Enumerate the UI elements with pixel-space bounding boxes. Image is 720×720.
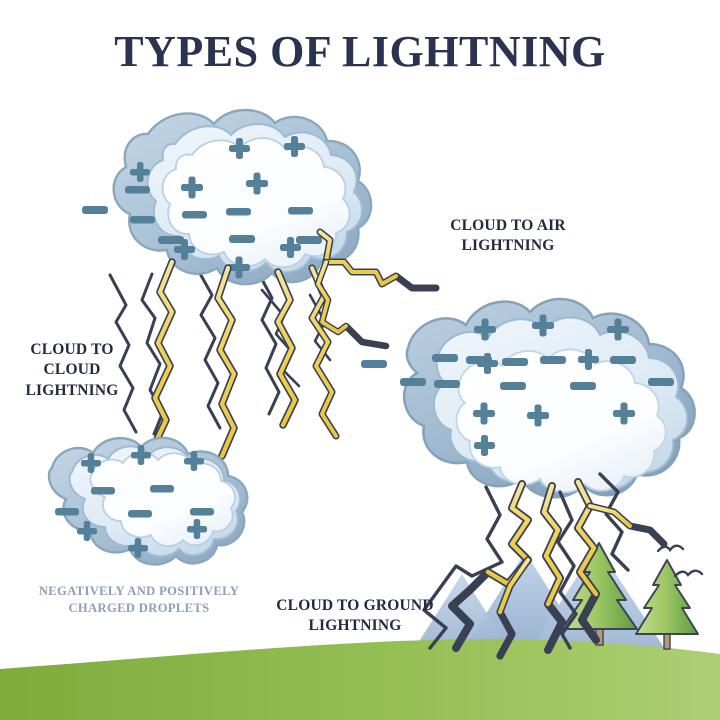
minus-symbol xyxy=(130,216,155,224)
minus-symbol xyxy=(610,356,636,364)
label-cloud-to-air: CLOUD TO AIR LIGHTNING xyxy=(450,217,566,255)
plus-symbol xyxy=(228,256,250,279)
plus-symbol xyxy=(246,172,268,195)
minus-symbol xyxy=(432,354,458,362)
minus-symbol xyxy=(570,382,596,390)
bolt-cc-4 xyxy=(308,264,340,440)
cg-dark-strands xyxy=(422,472,630,650)
plus-symbol xyxy=(474,435,495,456)
minus-symbol xyxy=(150,485,174,493)
bird-icon xyxy=(673,569,704,578)
plus-symbol xyxy=(77,521,97,541)
plus-symbol xyxy=(130,162,150,182)
cc-dark-strands xyxy=(108,268,281,436)
plus-symbol xyxy=(473,402,495,425)
plus-symbol xyxy=(532,314,554,337)
minus-symbol xyxy=(182,211,207,219)
cloud-to-cloud-bolts xyxy=(148,258,340,460)
bird-flock xyxy=(656,544,704,578)
cloud-inner-shape xyxy=(161,137,351,268)
minus-symbol xyxy=(82,206,108,214)
minus-symbol xyxy=(55,508,79,516)
plus-symbol xyxy=(131,445,151,465)
minus-symbol xyxy=(229,235,255,243)
minus-symbol xyxy=(648,378,674,386)
minus-symbol xyxy=(190,508,214,516)
cloud-small-left xyxy=(47,436,249,566)
minus-symbol xyxy=(158,236,184,244)
plus-symbol xyxy=(607,318,629,341)
plus-symbol xyxy=(229,138,250,159)
bolt-cg-3 xyxy=(574,478,668,644)
page-title: TYPES OF LIGHTNING xyxy=(114,27,606,76)
minus-symbol xyxy=(466,356,492,364)
bird-icon xyxy=(656,544,685,553)
minus-symbol xyxy=(434,380,460,388)
bolt-cg-2 xyxy=(540,482,566,654)
charge-symbols xyxy=(361,314,674,456)
minus-symbol xyxy=(288,207,313,215)
plus-symbol xyxy=(128,538,148,558)
ground-hill xyxy=(0,638,720,720)
plus-symbol xyxy=(174,239,195,260)
pine-tree-small xyxy=(635,559,699,650)
plus-symbol xyxy=(613,402,635,425)
plus-symbol xyxy=(527,404,549,427)
plus-symbol xyxy=(184,451,204,471)
minus-symbol xyxy=(128,510,152,518)
minus-symbol xyxy=(500,382,526,390)
plus-symbol xyxy=(187,519,207,539)
minus-symbol xyxy=(125,186,150,194)
plus-symbol xyxy=(578,349,599,370)
bolt-cc-3 xyxy=(274,268,299,429)
plus-symbol xyxy=(81,453,101,473)
label-charged-droplets: NEGATIVELY AND POSITIVELY CHARGED DROPLE… xyxy=(38,584,240,615)
cloud-to-air-bolt xyxy=(314,228,440,350)
minus-symbol xyxy=(502,358,528,366)
minus-symbol xyxy=(361,360,387,368)
minus-symbol xyxy=(226,208,251,216)
plus-symbol xyxy=(284,136,305,157)
bolt-cc-2 xyxy=(214,264,238,460)
charge-symbols xyxy=(55,445,214,558)
label-cloud-to-cloud: CLOUD TO CLOUD LIGHTNING xyxy=(25,341,119,399)
bolt-cg-1 xyxy=(448,480,532,660)
plus-symbol xyxy=(280,237,301,258)
bolt-cc-1 xyxy=(148,258,176,454)
minus-symbol xyxy=(540,356,566,364)
minus-symbol xyxy=(400,378,426,386)
plus-symbol xyxy=(181,176,203,199)
minus-symbol xyxy=(91,487,115,495)
minus-symbol xyxy=(296,236,322,244)
cloud-top-left xyxy=(82,108,373,286)
cloud-right xyxy=(361,297,696,499)
plus-symbol xyxy=(474,318,496,341)
cloud-to-ground-bolts xyxy=(422,472,668,660)
charge-symbols xyxy=(82,136,322,279)
label-cloud-to-ground: CLOUD TO GROUND LIGHTNING xyxy=(276,597,434,635)
